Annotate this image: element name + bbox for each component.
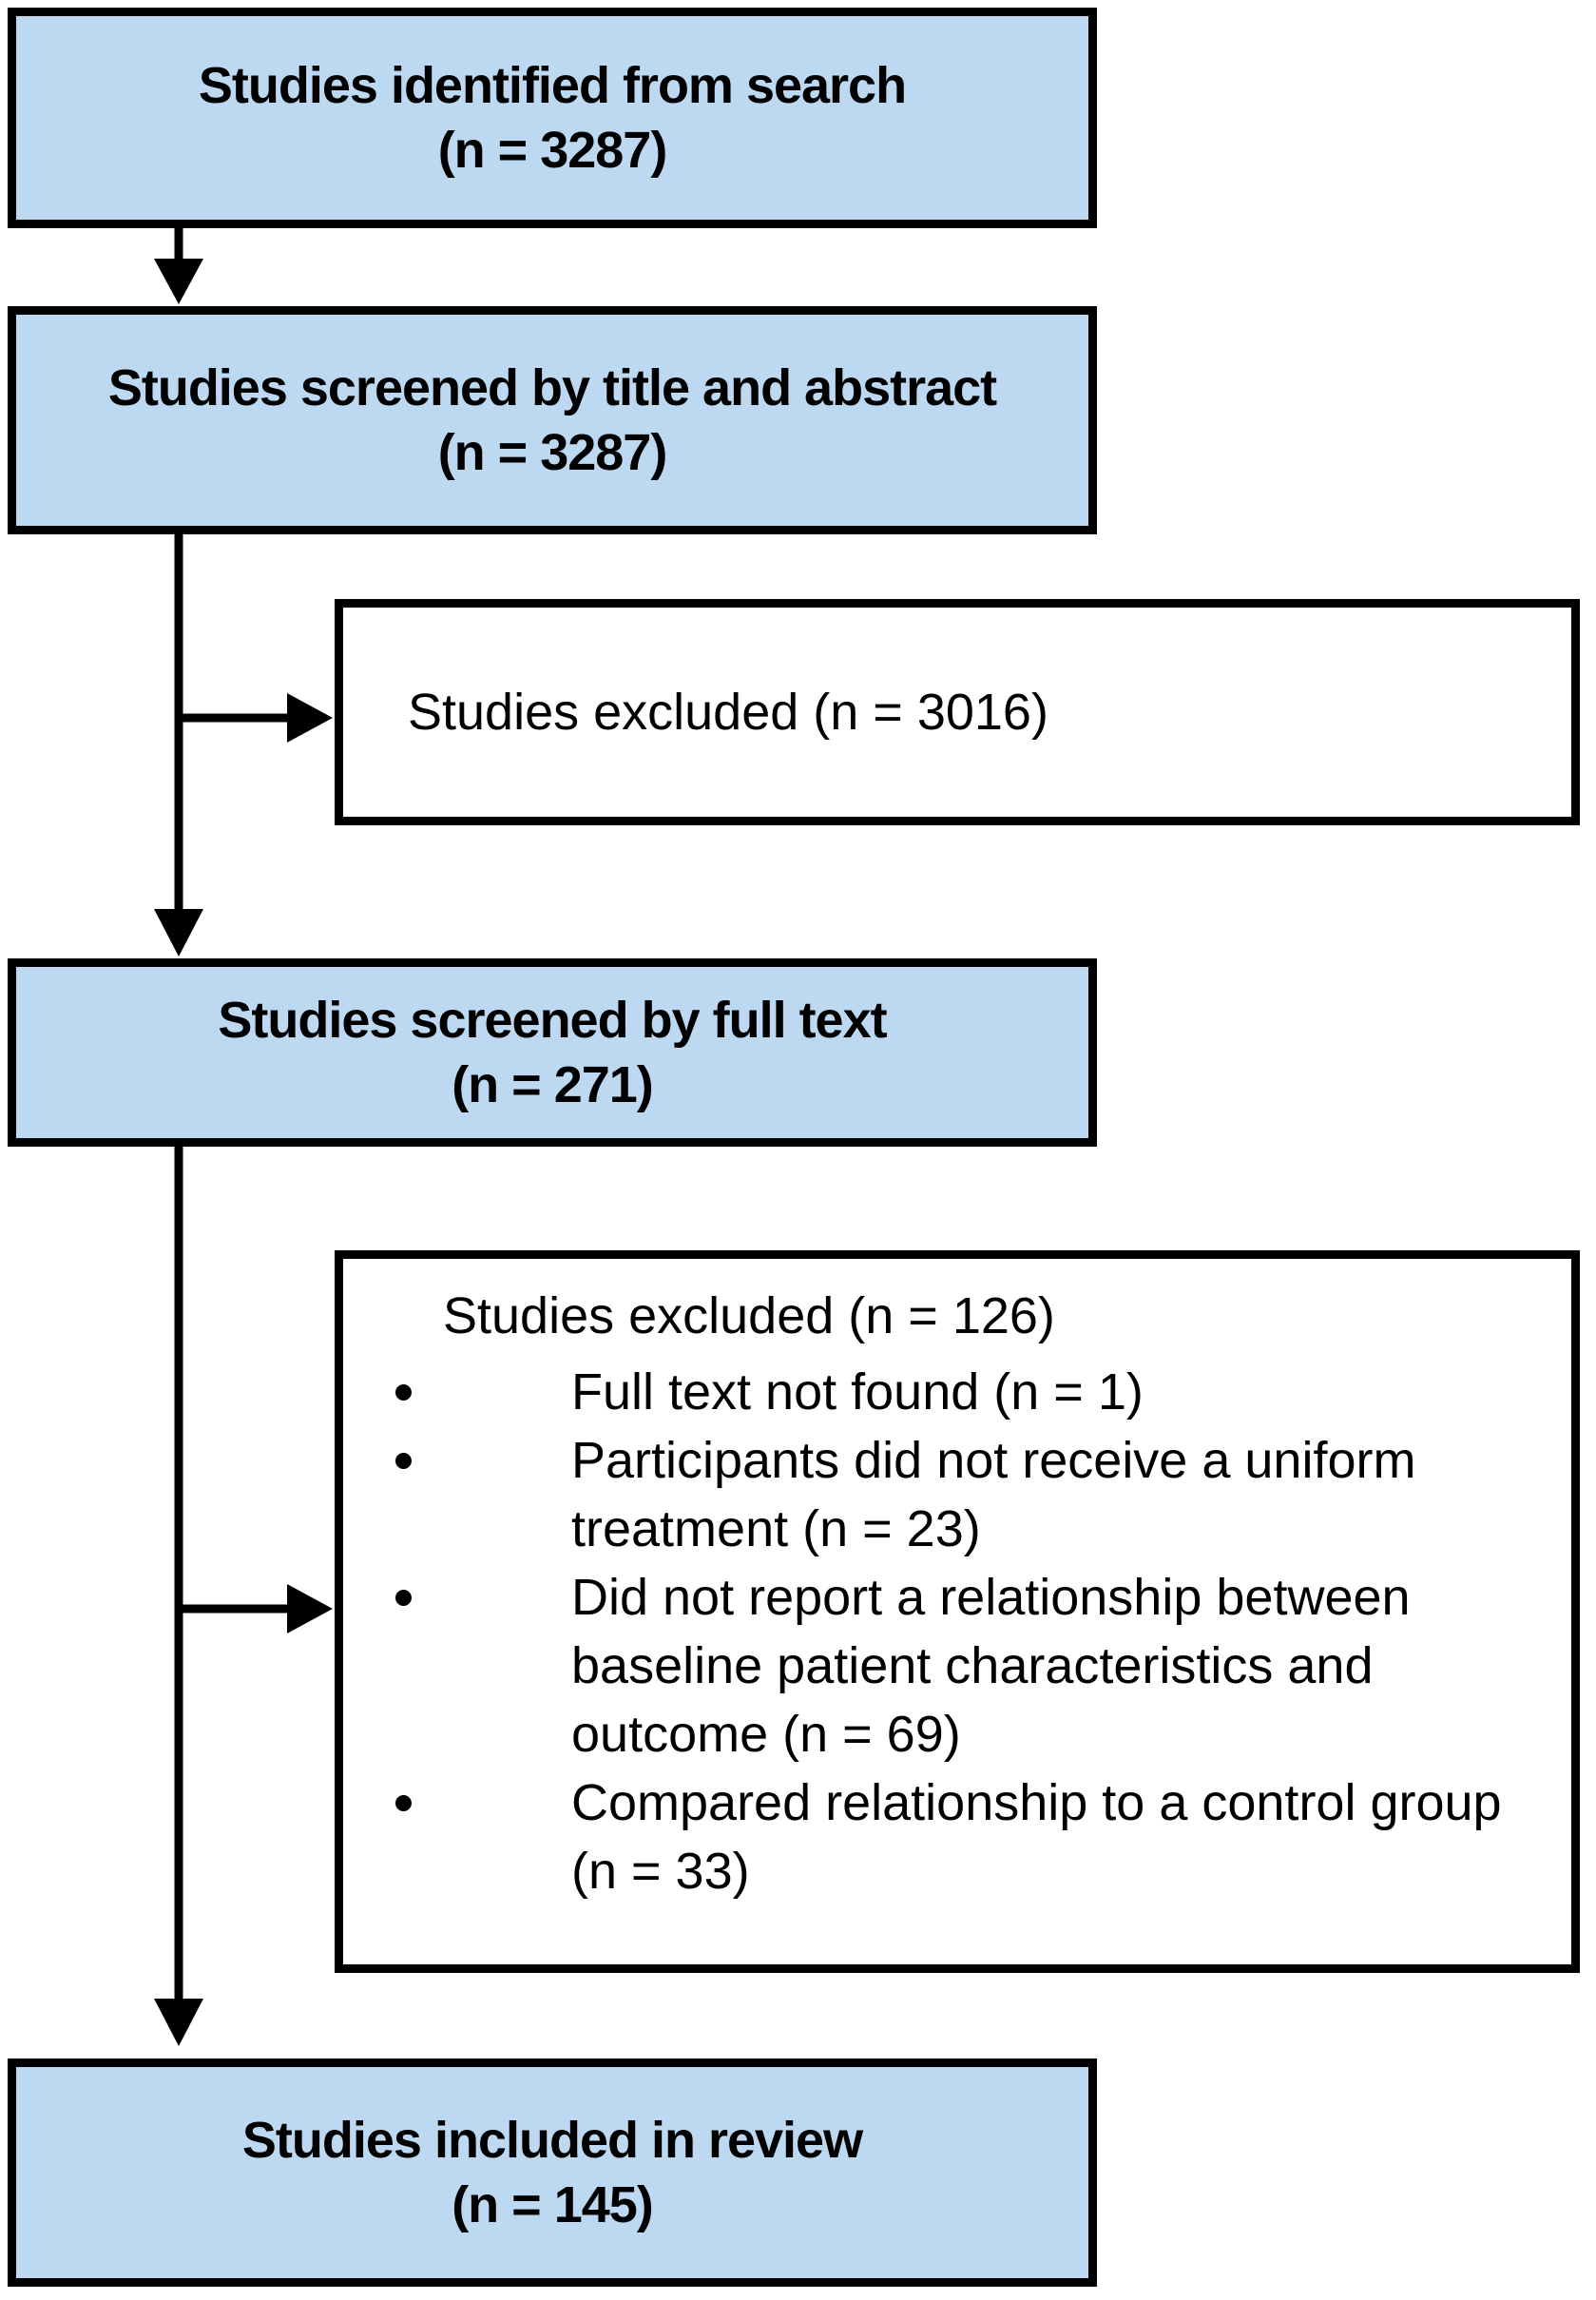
node-count: (n = 145) — [452, 2176, 654, 2233]
node-studies-excluded-title-abstract: Studies excluded (n = 3016) — [335, 599, 1580, 825]
exclusion-reason-item: Did not report a relationship between ba… — [343, 1563, 1543, 1768]
node-screened-full-text: Studies screened by full text (n = 271) — [8, 958, 1097, 1147]
node-count: (n = 271) — [452, 1056, 654, 1113]
node-label: Studies included in review — [241, 2112, 863, 2169]
node-label: Studies excluded (n = 3016) — [408, 684, 1048, 741]
exclusion-reason-text: Full text not found (n = 1) — [571, 1363, 1144, 1421]
node-screened-title-abstract: Studies screened by title and abstract (… — [8, 306, 1097, 534]
exclusion-reason-list: Full text not found (n = 1) Participants… — [343, 1358, 1543, 1905]
node-label: Studies screened by title and abstract — [107, 359, 997, 416]
arrow-branch-to-excluded-fulltext — [179, 1584, 333, 1633]
node-studies-excluded-full-text: Studies excluded (n = 126) Full text not… — [335, 1250, 1580, 1973]
node-count: (n = 3287) — [437, 122, 668, 179]
bullet-icon — [395, 1590, 412, 1606]
arrow-fulltext-to-included — [154, 1147, 203, 2046]
node-label: Studies identified from search — [198, 57, 907, 114]
bullet-icon — [395, 1795, 412, 1811]
exclusion-reason-item: Participants did not receive a uniform t… — [343, 1426, 1543, 1563]
bullet-icon — [395, 1453, 412, 1469]
exclusion-reason-item: Compared relationship to a control group… — [343, 1768, 1543, 1905]
node-studies-identified: Studies identified from search (n = 3287… — [8, 8, 1097, 228]
node-count: (n = 3287) — [437, 424, 668, 481]
exclusion-reason-text: Did not report a relationship between ba… — [571, 1569, 1411, 1763]
node-studies-included: Studies included in review (n = 145) — [8, 2058, 1097, 2287]
exclusion-reason-text: Compared relationship to a control group… — [571, 1774, 1502, 1900]
bullet-icon — [395, 1384, 412, 1401]
exclusion-reason-text: Participants did not receive a uniform t… — [571, 1432, 1416, 1557]
arrow-branch-to-excluded-screen — [179, 693, 333, 743]
arrow-screened-to-fulltext — [154, 534, 203, 957]
arrow-identified-to-screened — [154, 228, 203, 304]
node-label: Studies screened by full text — [218, 992, 887, 1049]
exclusion-reason-item: Full text not found (n = 1) — [343, 1358, 1543, 1426]
exclusion-heading: Studies excluded (n = 126) — [443, 1287, 1055, 1344]
